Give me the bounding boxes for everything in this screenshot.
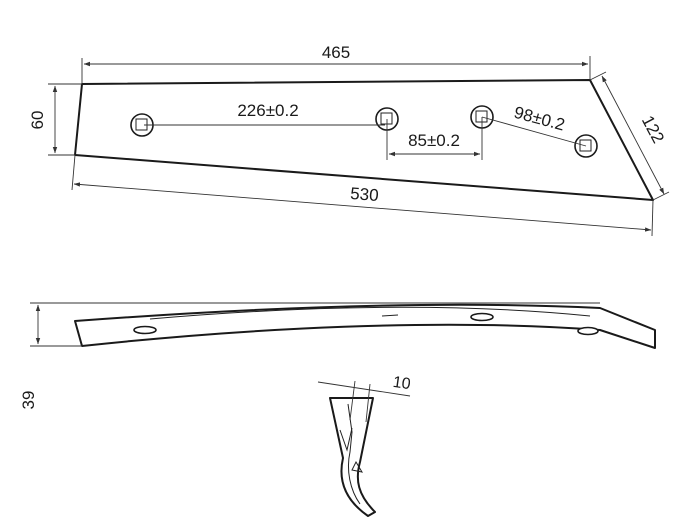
dimension-side-height-label: 39	[19, 391, 38, 410]
dimension-thickness-label: 10	[392, 374, 412, 393]
section-profile	[329, 397, 376, 517]
dimension-side-height: 39	[19, 302, 600, 410]
side-view: 39	[19, 302, 656, 410]
dimension-top-length: 465	[81, 43, 591, 84]
dimension-bottom-length-label: 530	[350, 184, 380, 205]
dimension-hole-spacing-a-label: 226±0.2	[237, 101, 298, 120]
dimension-hole-spacing-b: 85±0.2	[386, 117, 483, 160]
dimension-left-height-label: 60	[28, 111, 47, 130]
top-view: 465 60 226±0.2 85±0.2 98±0.2	[28, 43, 670, 237]
side-slot-2	[470, 312, 494, 322]
dimension-bottom-length: 530	[71, 154, 654, 237]
side-slot-1	[133, 325, 157, 335]
dimension-hole-spacing-c: 98±0.2	[481, 103, 587, 147]
dimension-right-edge: 122	[589, 71, 670, 201]
dimension-left-height: 60	[28, 83, 82, 156]
dimension-thickness: 10	[317, 374, 412, 423]
dimension-hole-spacing-c-label: 98±0.2	[512, 103, 567, 135]
dimension-top-length-label: 465	[322, 43, 350, 62]
blade-side-profile	[74, 303, 656, 349]
dimension-hole-spacing-b-label: 85±0.2	[408, 131, 460, 150]
dimension-right-edge-label: 122	[638, 112, 668, 146]
side-slot-3	[577, 326, 599, 336]
dimension-hole-spacing-a: 226±0.2	[144, 101, 385, 126]
blade-outline	[74, 79, 654, 201]
section-view: 10	[317, 374, 412, 517]
